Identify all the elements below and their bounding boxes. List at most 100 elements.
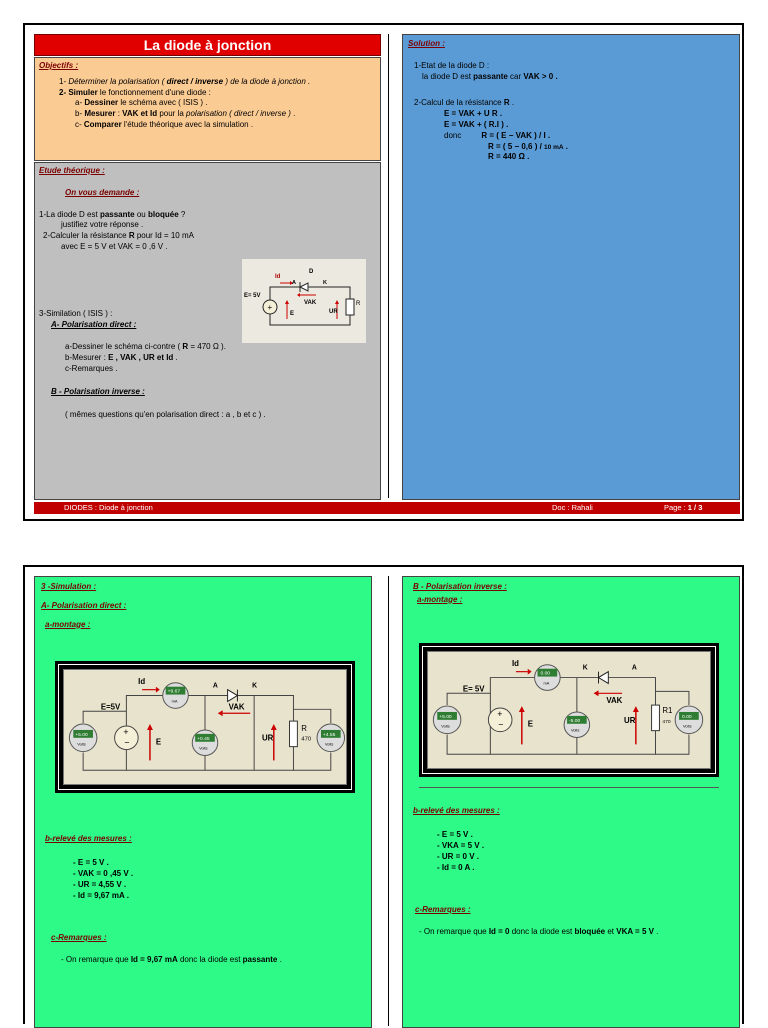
inverse-label-ur: UR [624, 716, 636, 725]
solution-box: Solution : 1-Etat de la diode D : la dio… [402, 34, 740, 500]
simulation-direct-box: 3 -Simulation : A- Polarisation direct :… [34, 576, 372, 1028]
direct-measure-vak: - VAK = 0 ,45 V . [73, 869, 134, 878]
theory-box: Etude théorique : On vous demande : 1-La… [34, 162, 381, 500]
inverse-label-e: E [528, 720, 533, 729]
inverse-meter-e: +5.00 [439, 714, 452, 720]
page-2: 3 -Simulation : A- Polarisation direct :… [23, 565, 744, 1028]
solution-1: 1-Etat de la diode D : [414, 60, 490, 70]
inverse-label-r: R1 [662, 706, 672, 715]
theory-ask: On vous demande : [65, 187, 140, 197]
inverse-label-k: K [583, 665, 588, 672]
direct-meter-id: +9.67 [168, 689, 181, 695]
equation-1: E = VAK + U R . [444, 109, 503, 119]
page-1: La diode à jonction Objectifs : 1- Déter… [23, 23, 744, 521]
footer-page: Page : 1 / 3 [664, 503, 703, 512]
inverse-remarks-heading: c-Remarques : [415, 905, 471, 914]
theory-heading: Etude théorique : [39, 166, 105, 175]
inverse-measure-vka: - VKA = 5 V . [437, 841, 485, 850]
task-b: b-Mesurer : E , VAK , UR et Id . [65, 353, 178, 363]
solution-1-answer: la diode D est passante car VAK > 0 . [422, 71, 558, 81]
theory-circuit-id: Id [275, 274, 281, 280]
direct-circuit-diagram: +5.00 Volts + − +9.67 mA +0.45 Volts +4.… [63, 669, 347, 785]
theory-circuit-a: A [292, 280, 296, 286]
inverse-label-vak: VAK [606, 696, 622, 705]
direct-meter-vak: +0.45 [197, 736, 210, 742]
inverse-heading: B - Polarisation inverse : [413, 582, 507, 591]
solution-2: 2-Calcul de la résistance R . [414, 98, 515, 108]
inverse-circuit-frame: +5.00 Volts + − 0.00 mA -5.00 Volts 0.00 [419, 643, 719, 777]
direct-label-ur: UR [262, 734, 274, 743]
inverse-meter-vak-unit: Volts [571, 728, 580, 733]
direct-label-k: K [252, 683, 257, 690]
direct-meter-id-unit: mA [172, 698, 178, 703]
solution-heading: Solution : [408, 39, 445, 48]
direct-label-r-val: 470 [301, 737, 312, 743]
inverse-meter-ur: 0.00 [682, 714, 692, 720]
direct-montage-heading: a-montage : [45, 619, 91, 629]
inverse-label-a: A [632, 665, 637, 672]
task-a: a-Dessiner le schéma ci-contre ( R = 470… [65, 342, 226, 352]
direct-label-id: Id [138, 677, 145, 686]
inverse-meter-id: 0.00 [540, 671, 550, 677]
direct-measure-id: - Id = 9,67 mA . [73, 891, 129, 900]
direct-heading: A- Polarisation direct : [41, 600, 127, 610]
equation-4: R = ( 5 − 0,6 ) / 10 mA . [488, 141, 568, 151]
page-title: La diode à jonction [34, 34, 381, 56]
page-1-footer: DIODES : Diode à jonction Doc : Rahali P… [34, 502, 740, 514]
inverse-remark: - On remarque que Id = 0 donc la diode e… [419, 927, 659, 936]
direct-measures-heading: b-relevé des mesures : [45, 834, 132, 843]
page-1-divider [388, 34, 389, 498]
task-c: c-Remarques . [65, 363, 118, 373]
question-1-justify: justifiez votre réponse . [61, 220, 144, 230]
direct-meter-ur-unit: Volts [325, 742, 334, 747]
footer-doc: Doc : Rahali [552, 503, 593, 512]
direct-label-vak: VAK [229, 702, 245, 711]
inverse-circuit-diagram: +5.00 Volts + − 0.00 mA -5.00 Volts 0.00 [427, 651, 711, 769]
objective-2c: c- Comparer l'étude théorique avec la si… [75, 119, 254, 129]
direct-circuit-frame: +5.00 Volts + − +9.67 mA +0.45 Volts +4.… [55, 661, 355, 793]
direct-label-e5v: E=5V [101, 702, 121, 711]
polarisation-direct-heading: A- Polarisation direct : [51, 319, 137, 329]
inverse-separator [419, 787, 719, 788]
theory-circuit-e: E [290, 311, 294, 317]
svg-text:−: − [498, 720, 503, 730]
same-questions-note: ( mêmes questions qu'en polarisation dir… [65, 409, 266, 419]
objective-2a: a- Dessiner le schéma avec ( ISIS ) . [75, 98, 208, 108]
inverse-measures-heading: b-relevé des mesures : [413, 806, 500, 815]
objective-1: 1- Déterminer la polarisation ( direct /… [59, 76, 311, 86]
simulation-heading: 3 -Simulation : [41, 582, 97, 591]
inverse-label-r-val: 470 [662, 719, 670, 725]
inverse-meter-id-unit: mA [543, 680, 549, 685]
inverse-label-e5v: E= 5V [463, 684, 485, 693]
objectives-box: Objectifs : 1- Déterminer la polarisatio… [34, 57, 381, 161]
theory-circuit-diagram: + Id A D K E= 5V E VAK UR R [242, 259, 366, 343]
question-3: 3-Similation ( ISIS ) : [39, 308, 113, 318]
inverse-measure-ur: - UR = 0 V . [437, 852, 480, 861]
question-1: 1-La diode D est passante ou bloquée ? [39, 209, 186, 219]
svg-text:+: + [497, 709, 502, 719]
inverse-montage-heading: a-montage : [417, 594, 463, 604]
inverse-label-id: Id [512, 659, 519, 668]
theory-circuit-r: R [356, 301, 361, 307]
inverse-meter-e-unit: Volts [441, 724, 450, 729]
objective-2: 2- Simuler le fonctionnement d'une diode… [59, 87, 211, 97]
objective-2b: b- Mesurer : VAK et Id pour la polarisat… [75, 109, 296, 119]
theory-circuit-ur: UR [329, 309, 338, 315]
direct-label-e: E [156, 738, 161, 747]
inverse-measure-id: - Id = 0 A . [437, 863, 475, 872]
footer-chapter: DIODES : Diode à jonction [64, 503, 153, 512]
polarisation-inverse-heading: B - Polarisation inverse : [51, 386, 145, 396]
inverse-meter-vak: -5.00 [569, 718, 580, 724]
direct-label-r: R [301, 724, 307, 733]
direct-label-a: A [213, 683, 218, 690]
theory-circuit-vak: VAK [304, 300, 317, 306]
direct-remark: - On remarque que Id = 9,67 mA donc la d… [61, 955, 282, 964]
svg-text:+: + [123, 727, 128, 737]
inverse-meter-ur-unit: Volts [683, 724, 692, 729]
direct-measure-ur: - UR = 4,55 V . [73, 880, 127, 889]
theory-circuit-e5v: E= 5V [244, 293, 261, 299]
inverse-measure-e: - E = 5 V . [437, 830, 473, 839]
svg-text:−: − [124, 738, 129, 748]
simulation-inverse-box: B - Polarisation inverse : a-montage : +… [402, 576, 740, 1028]
